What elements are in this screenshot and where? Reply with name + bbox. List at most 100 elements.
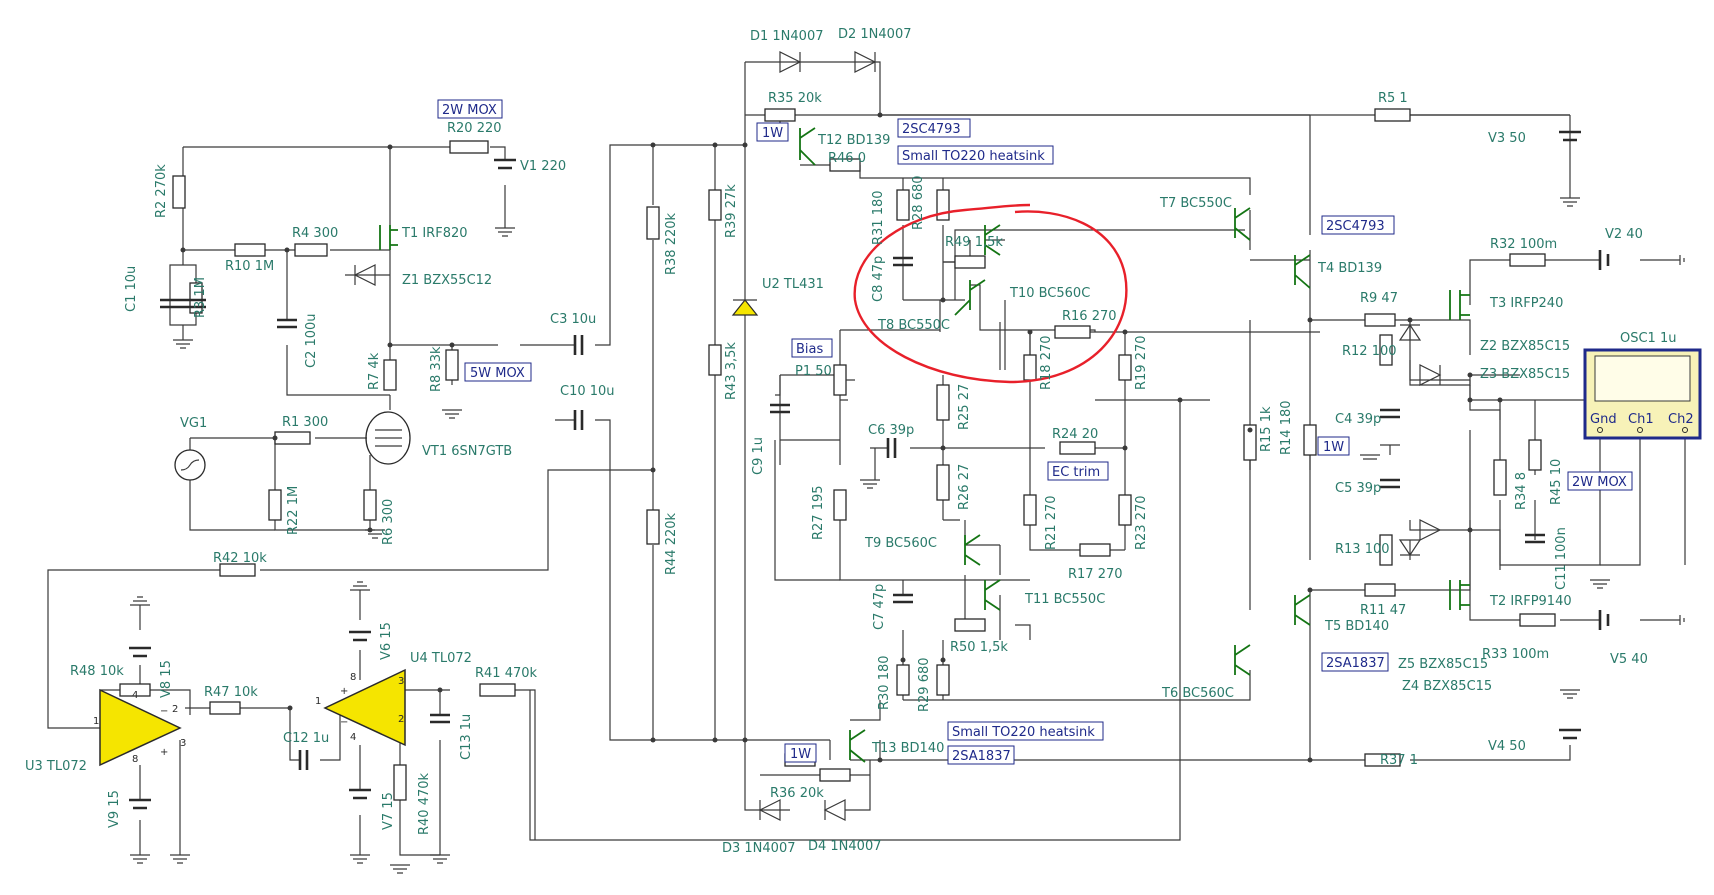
label-R35: R35 20k — [768, 91, 822, 106]
label-V4: V4 50 — [1488, 739, 1526, 754]
label-R20: R20 220 — [447, 121, 502, 136]
note-1w-bottom: 1W — [790, 747, 811, 762]
label-C11: C11 100n — [1554, 527, 1569, 590]
label-C2: C2 100u — [304, 313, 319, 368]
label-C3: C3 10u — [550, 312, 596, 327]
label-R14: R14 180 — [1279, 400, 1294, 455]
svg-text:+: + — [160, 747, 168, 758]
label-R11: R11 47 — [1360, 603, 1406, 618]
label-R22: R22 1M — [286, 486, 301, 535]
vacuum-tube-vt1 — [365, 411, 411, 465]
label-R49: R49 1,5k — [945, 235, 1003, 250]
label-R23: R23 270 — [1134, 495, 1149, 550]
label-R42: R42 10k — [213, 551, 267, 566]
label-C5: C5 39p — [1335, 481, 1381, 496]
label-U4: U4 TL072 — [410, 651, 472, 666]
note-ec-trim: EC trim — [1052, 465, 1100, 480]
label-C4: C4 39p — [1335, 412, 1381, 427]
label-R38: R38 220k — [664, 212, 679, 275]
svg-text:−: − — [340, 717, 348, 728]
label-R19: R19 270 — [1134, 335, 1149, 390]
label-R31: R31 180 — [871, 190, 886, 245]
label-R4: R4 300 — [292, 226, 338, 241]
label-T3: T3 IRFP240 — [1489, 296, 1563, 311]
svg-text:1: 1 — [315, 696, 321, 707]
label-R17: R17 270 — [1068, 567, 1123, 582]
note-bias: Bias — [796, 342, 823, 357]
label-C1: C1 10u — [124, 266, 139, 312]
label-V1: V1 220 — [520, 159, 566, 174]
label-T6: T6 BC560C — [1161, 686, 1234, 701]
label-R47: R47 10k — [204, 685, 258, 700]
svg-text:1: 1 — [93, 716, 99, 727]
osc-ch2: Ch2 — [1668, 412, 1694, 427]
opamps — [99, 668, 406, 767]
ground-symbols — [130, 197, 1685, 874]
label-R6: R6 300 — [381, 499, 396, 545]
opamp-pin-labels: 1 2 3 4 8 1 2 3 4 8 — [93, 672, 404, 765]
label-OSC1: OSC1 1u — [1620, 331, 1676, 346]
svg-text:4: 4 — [350, 732, 356, 743]
note-boxes: 2W MOX 1W 2SC4793 Small TO220 heatsink 5… — [437, 99, 1633, 765]
svg-text:8: 8 — [132, 754, 138, 765]
label-T1: T1 IRF820 — [401, 226, 468, 241]
label-T8: T8 BC550C — [877, 318, 950, 333]
label-V9: V9 15 — [107, 790, 122, 828]
label-T2: T2 IRFP9140 — [1489, 594, 1572, 609]
label-R1: R1 300 — [282, 415, 328, 430]
label-R15: R15 1k — [1259, 406, 1274, 452]
opamp-polarity-marks: − + + − — [160, 686, 348, 758]
diodes — [353, 51, 1442, 821]
label-C10: C10 10u — [560, 384, 615, 399]
transistors — [379, 127, 1470, 763]
label-R13: R13 100 — [1335, 542, 1390, 557]
svg-text:4: 4 — [132, 690, 138, 701]
label-R29: R29 680 — [917, 657, 932, 712]
signal-generator-vg1 — [174, 449, 206, 481]
label-R45: R45 10 — [1549, 459, 1564, 505]
note-heatsink-bottom: Small TO220 heatsink — [952, 725, 1095, 740]
label-T13: T13 BD140 — [871, 741, 944, 756]
label-R3: R3 1M — [193, 277, 208, 318]
label-Z5: Z5 BZX85C15 — [1398, 657, 1488, 672]
label-Z1: Z1 BZX55C12 — [402, 273, 492, 288]
note-heatsink-top: Small TO220 heatsink — [902, 149, 1045, 164]
label-D3: D3 1N4007 — [722, 841, 796, 856]
note-1w-top: 1W — [762, 126, 783, 141]
label-D1: D1 1N4007 — [750, 29, 824, 44]
svg-text:+: + — [340, 686, 348, 697]
label-V6: V6 15 — [379, 622, 394, 660]
note-2sa1837-bottom: 2SA1837 — [952, 749, 1011, 764]
label-D2: D2 1N4007 — [838, 27, 912, 42]
label-VG1: VG1 — [180, 416, 207, 431]
label-V8: V8 15 — [159, 660, 174, 698]
label-V5: V5 40 — [1610, 652, 1648, 667]
label-R40: R40 470k — [417, 772, 432, 835]
label-R48: R48 10k — [70, 664, 124, 679]
label-R25: R25 27 — [957, 384, 972, 430]
osc-ch1: Ch1 — [1628, 412, 1654, 427]
label-R33: R33 100m — [1482, 647, 1549, 662]
note-2sc4793-top: 2SC4793 — [902, 122, 961, 137]
label-C6: C6 39p — [868, 423, 914, 438]
label-C12: C12 1u — [283, 731, 329, 746]
label-R16: R16 270 — [1062, 309, 1117, 324]
label-U2: U2 TL431 — [762, 277, 824, 292]
label-R27: R27 195 — [811, 485, 826, 540]
note-2w-mox-top: 2W MOX — [442, 103, 497, 118]
note-2sa1837-right: 2SA1837 — [1326, 656, 1385, 671]
potentiometer-p1 — [833, 364, 855, 401]
oscilloscope-osc1 — [1583, 348, 1702, 440]
label-R9: R9 47 — [1360, 291, 1398, 306]
label-P1: P1 50 — [795, 364, 832, 379]
label-R44: R44 220k — [664, 512, 679, 575]
label-R43: R43 3,5k — [724, 342, 739, 400]
label-C8: C8 47p — [871, 256, 886, 302]
svg-text:2: 2 — [398, 714, 404, 725]
label-R5: R5 1 — [1378, 91, 1408, 106]
label-D4: D4 1N4007 — [808, 839, 882, 854]
wires — [47, 61, 1686, 856]
label-T9: T9 BC560C — [864, 536, 937, 551]
batteries — [129, 130, 1610, 810]
